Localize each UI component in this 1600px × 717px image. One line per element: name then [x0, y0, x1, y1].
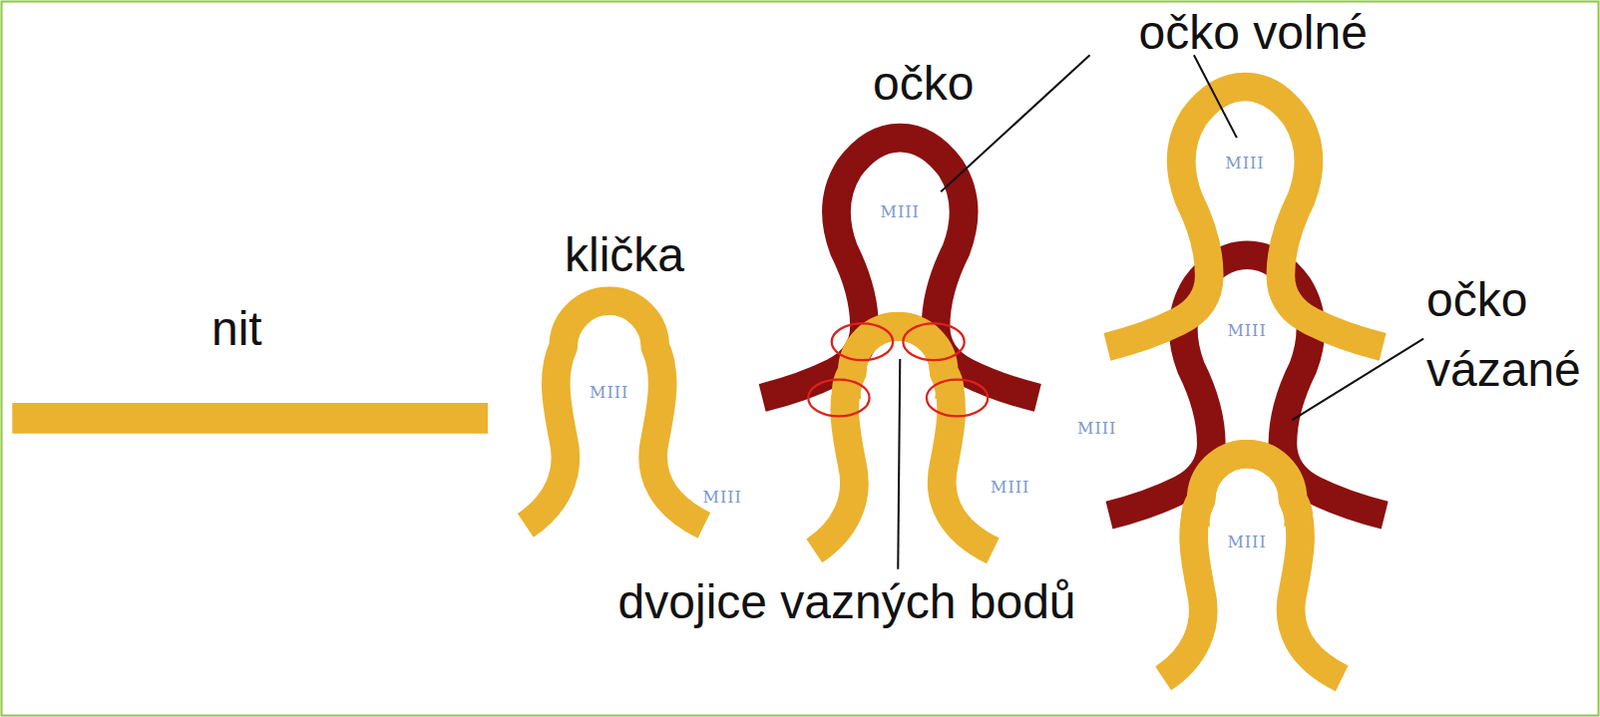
yarn-loop-top: [1195, 453, 1299, 529]
watermark: MIII: [1226, 534, 1266, 551]
yarn-thread: [11, 402, 488, 434]
watermark: MIII: [880, 204, 920, 221]
part-label: očko volné: [1138, 3, 1367, 62]
yarn-loop: [525, 301, 705, 526]
watermark: MIII: [990, 479, 1030, 496]
part-label: očko: [872, 54, 974, 113]
watermark: MIII: [589, 385, 629, 401]
part-label: očko vázané: [1426, 265, 1597, 404]
stitch: [1109, 255, 1385, 516]
binding-points: [807, 323, 988, 416]
leader-line: [897, 54, 1424, 570]
watermark: MIII: [703, 489, 743, 506]
stitch: [1107, 86, 1383, 348]
watermark: MIII: [1224, 155, 1264, 172]
part-label: nit: [211, 300, 263, 359]
stitch: [762, 137, 1038, 399]
part-label: klička: [564, 226, 685, 285]
part-label: dvojice vazných bodů: [618, 573, 1077, 632]
watermark: MIII: [1226, 323, 1266, 340]
watermark: MIII: [1077, 420, 1117, 437]
yarn-loop-top: [845, 326, 950, 401]
